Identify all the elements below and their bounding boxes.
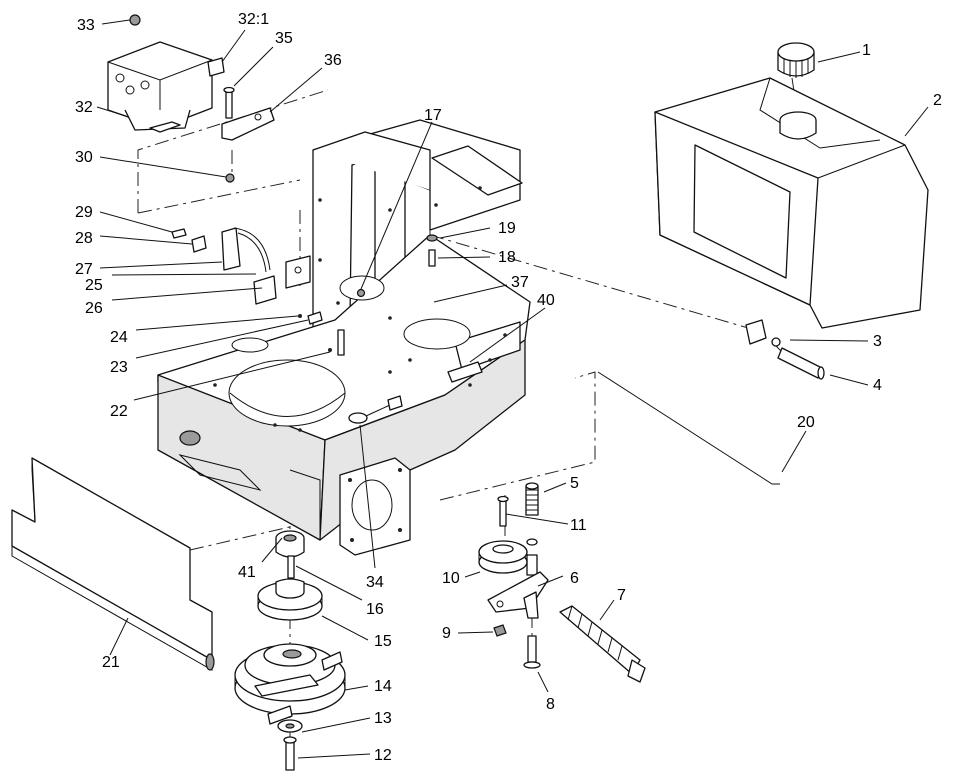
callout-37: 37 bbox=[511, 274, 529, 291]
callout-30: 30 bbox=[75, 149, 93, 166]
control-module bbox=[107, 14, 275, 183]
sensor-34 bbox=[348, 395, 403, 424]
callout-18: 18 bbox=[498, 249, 516, 266]
throttle-rod bbox=[597, 371, 780, 485]
callout-7: 7 bbox=[617, 587, 626, 604]
callout-13: 13 bbox=[374, 710, 392, 727]
callout-3: 3 bbox=[873, 333, 882, 350]
callout-32: 32 bbox=[75, 99, 93, 116]
callout-33: 33 bbox=[77, 17, 95, 34]
callout-9: 9 bbox=[442, 625, 451, 642]
callout-2: 2 bbox=[933, 92, 942, 109]
callout-40: 40 bbox=[537, 292, 555, 309]
callout-5: 5 bbox=[570, 475, 579, 492]
callout-12: 12 bbox=[374, 747, 392, 764]
callout-23: 23 bbox=[110, 359, 128, 376]
callout-27: 27 bbox=[75, 261, 93, 278]
callout-10: 10 bbox=[442, 570, 460, 587]
callout-leaders bbox=[96, 19, 929, 759]
callout-41: 41 bbox=[238, 564, 256, 581]
belt-guard bbox=[11, 457, 215, 671]
pulley-15 bbox=[257, 578, 323, 621]
switch-assembly bbox=[171, 227, 323, 325]
callout-22: 22 bbox=[110, 403, 128, 420]
callout-19: 19 bbox=[498, 220, 516, 237]
callout-1: 1 bbox=[862, 42, 871, 59]
callout-8: 8 bbox=[546, 696, 555, 713]
callout-28: 28 bbox=[75, 230, 93, 247]
callout-35: 35 bbox=[275, 30, 293, 47]
callout-26: 26 bbox=[85, 300, 103, 317]
clutch-14 bbox=[234, 643, 346, 725]
callout-36: 36 bbox=[324, 52, 342, 69]
washer-19 bbox=[426, 234, 438, 242]
callout-6: 6 bbox=[570, 570, 579, 587]
callout-14: 14 bbox=[374, 678, 392, 695]
callout-16: 16 bbox=[366, 601, 384, 618]
cover-plate bbox=[447, 361, 483, 383]
idler-assembly bbox=[478, 482, 646, 683]
callout-32-1: 32:1 bbox=[238, 11, 269, 28]
callout-29: 29 bbox=[75, 204, 93, 221]
screw-18 bbox=[428, 249, 436, 267]
callout-15: 15 bbox=[374, 633, 392, 650]
nut-17 bbox=[356, 288, 366, 298]
callout-24: 24 bbox=[110, 329, 128, 346]
key-16 bbox=[287, 555, 295, 579]
bolt-12 bbox=[285, 739, 295, 771]
callout-34: 34 bbox=[366, 574, 384, 591]
bolt-22 bbox=[337, 329, 345, 356]
callout-11: 11 bbox=[570, 517, 587, 534]
callout-25: 25 bbox=[85, 277, 103, 294]
fuel-tank bbox=[654, 42, 929, 380]
callout-20: 20 bbox=[797, 414, 815, 431]
spacer-41 bbox=[275, 530, 305, 558]
callout-4: 4 bbox=[873, 377, 882, 394]
callout-21: 21 bbox=[102, 654, 120, 671]
callout-labels: 1 2 3 4 5 6 7 8 9 10 11 12 13 14 15 16 1… bbox=[75, 11, 942, 764]
callout-17: 17 bbox=[424, 107, 442, 124]
